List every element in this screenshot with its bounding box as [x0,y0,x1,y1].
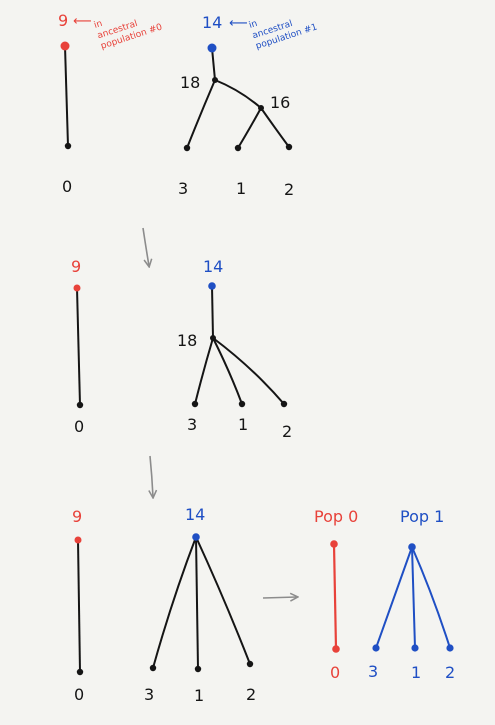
p4-pop0-branch [332,543,338,650]
p2-blue-root-label: 14 [203,257,223,276]
p4-leaf-2-node [446,644,454,652]
p3-branch-to-2 [195,536,251,665]
p1-node-16 [258,105,264,111]
p2-branch-18-to-3 [194,337,214,405]
p1-blue-root-label: 14 [202,13,222,32]
p4-branch-to-2 [411,546,451,649]
p2-leaf-2-node [280,400,288,408]
p4-pop0-root-node [330,540,338,548]
p2-leaf-3-label: 3 [187,415,197,434]
p1-leaf-2-node [285,143,293,151]
p1-note-red-line1: in [93,19,104,31]
p2-leaf-2-label: 2 [282,422,292,441]
p2-blue-root-branch [211,285,214,339]
p2-node-18-label: 18 [177,331,197,350]
panel-2: 9 0 14 18 3 1 2 [71,257,292,441]
p2-leaf-1-label: 1 [238,415,248,434]
p1-blue-root-branch [211,47,216,81]
p1-red-branch [64,45,69,147]
p1-leaf-1-node [234,144,242,152]
p4-leaf-0-label: 0 [330,663,340,682]
pop1-label: Pop 1 [400,507,444,526]
p2-leaf-1-node [238,400,246,408]
p1-leaf-3-node [183,144,191,152]
p4-pop1-root-node [408,543,416,551]
p4-leaf-1-label: 1 [411,663,421,682]
p3-leaf-2-node [246,660,254,668]
p3-red-root-label: 9 [72,507,82,526]
p4-leaf-0-node [332,645,340,653]
panel-4: Pop 0 Pop 1 0 3 1 2 [314,507,455,682]
p2-red-root-label: 9 [71,257,81,276]
p3-branch-to-3 [152,536,197,669]
p4-leaf-3-label: 3 [368,662,378,681]
p1-leaf-1-label: 1 [236,179,246,198]
p3-leaf-2-label: 2 [246,685,256,704]
pop0-label: Pop 0 [314,507,358,526]
p2-red-branch [76,287,81,406]
p1-blue-arrow: ⟵ [229,16,248,31]
p1-leaf-3-label: 3 [178,179,188,198]
p2-branch-18-to-1 [212,337,243,405]
p3-leaf-0-label: 0 [74,685,84,704]
p1-leaf-0-label: 0 [62,177,72,196]
p2-leaf-0-node [76,401,84,409]
p3-leaf-3-label: 3 [144,685,154,704]
p2-blue-root-node [208,282,216,290]
down-arrow-1 [142,227,149,266]
p4-branch-to-3 [375,546,413,649]
p1-red-root-label: 9 [58,11,68,30]
p1-leaf-2-label: 2 [284,180,294,199]
p3-leaf-1-node [194,665,202,673]
p1-branch-16-to-1 [237,107,262,149]
p3-red-branch [77,539,81,673]
p3-leaf-0-node [76,668,84,676]
p3-leaf-3-node [149,664,157,672]
p4-leaf-1-node [411,644,419,652]
p2-node-18 [210,335,216,341]
p2-red-root-node [73,284,81,292]
p1-note-blue-line1: in [248,19,259,31]
p3-red-root-node [74,536,82,544]
p1-node-18-label: 18 [180,73,200,92]
p1-branch-18-to-3 [186,79,216,149]
panel-1: 9 ⟵ in ancestral population #0 0 14 ⟵ in… [58,11,319,199]
p3-blue-root-node [192,533,200,541]
panel-3: 9 0 14 3 1 2 [72,505,256,705]
p4-leaf-3-node [372,644,380,652]
p4-leaf-2-label: 2 [445,663,455,682]
p1-node-18 [212,77,218,83]
p3-blue-root-label: 14 [185,505,205,524]
p1-red-arrow: ⟵ [73,14,92,29]
p1-branch-18-to-16 [214,79,262,109]
p1-red-root-node [60,41,70,51]
right-arrow [262,597,297,598]
p1-blue-root-node [207,43,217,53]
p1-branch-16-to-2 [260,107,290,148]
p4-branch-to-1 [411,546,416,649]
p2-leaf-3-node [191,400,199,408]
p3-branch-to-1 [195,536,199,670]
p2-branch-18-to-2 [212,337,285,405]
p1-node-16-label: 16 [270,93,290,112]
p1-leaf-0-node [64,142,72,150]
down-arrow-2 [150,455,153,497]
p2-leaf-0-label: 0 [74,417,84,436]
p3-leaf-1-label: 1 [194,686,204,705]
